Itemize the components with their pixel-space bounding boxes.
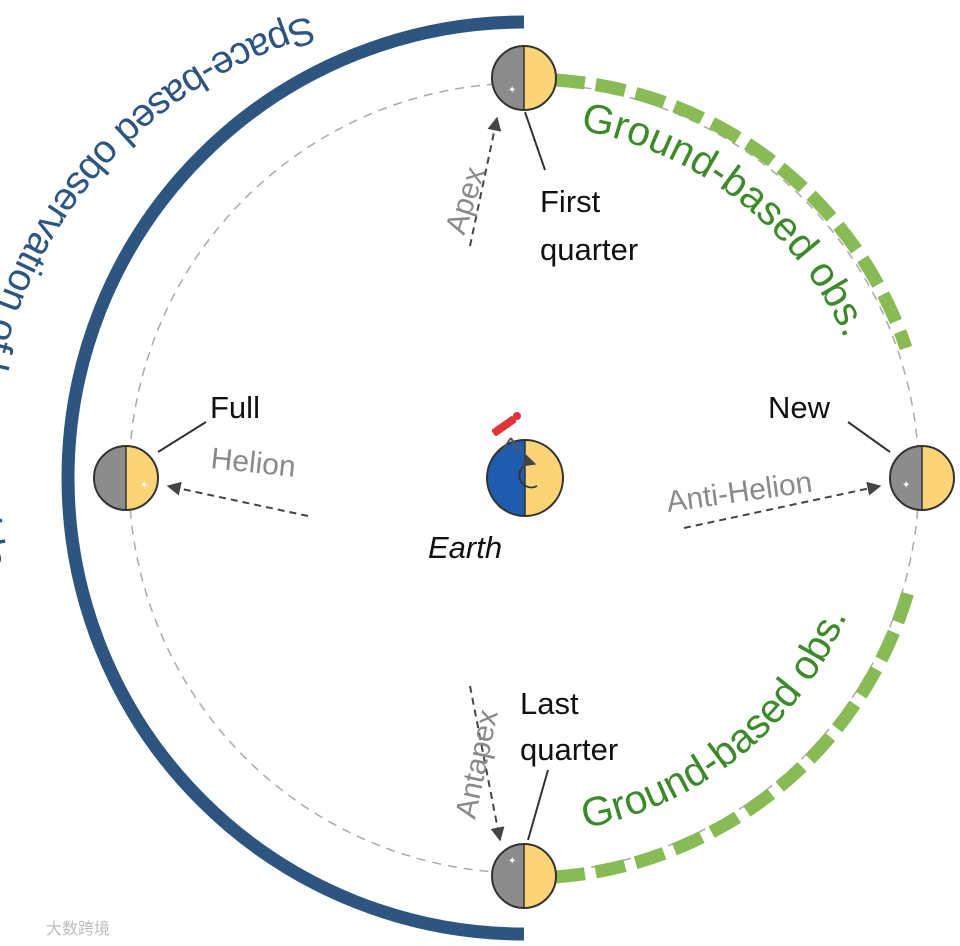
- moon-phase-icon: ✦: [491, 843, 557, 909]
- anti-helion-label: Anti-Helion: [664, 466, 814, 519]
- ground-observation-arc-bottom: [554, 590, 915, 884]
- moon-full: ✦: [93, 445, 159, 511]
- helion-label: Helion: [209, 442, 297, 484]
- anti-helion-arrow: [683, 481, 882, 529]
- apex-label: Apex: [439, 163, 492, 238]
- first-quarter-label-line1: First: [540, 184, 601, 219]
- ground-observation-arc-top: [554, 73, 913, 351]
- first-quarter-label-line2: quarter: [540, 232, 638, 267]
- full-leader: [157, 421, 207, 453]
- moon-phase-icon: ✦: [889, 445, 955, 511]
- telescope-icon: [491, 412, 521, 453]
- last-quarter-label-line2: quarter: [520, 732, 618, 767]
- star-icon: ✦: [902, 480, 910, 491]
- apex-arrow: [469, 116, 502, 247]
- star-icon: ✦: [140, 480, 148, 491]
- helion-arrow: [166, 481, 309, 517]
- moon-first-quarter: ✦: [491, 45, 557, 111]
- antapex-label: Antapex: [450, 707, 505, 822]
- antapex-arrow: [469, 685, 505, 842]
- star-icon: ✦: [508, 85, 516, 96]
- ground-observation-label-bottom: Ground-based obs.: [576, 601, 855, 837]
- earth-label: Earth: [428, 530, 502, 565]
- watermark: 大数跨境: [46, 919, 110, 938]
- last-quarter-label-line1: Last: [520, 686, 579, 721]
- star-icon: ✦: [508, 856, 516, 867]
- moon-phase-icon: ✦: [93, 445, 159, 511]
- last-quarter-leader: [527, 769, 549, 841]
- moon-phase-icon: ✦: [491, 45, 557, 111]
- full-label: Full: [210, 390, 260, 425]
- earth-icon: [486, 439, 564, 517]
- space-observation-arc: [61, 15, 525, 941]
- new-leader: [847, 421, 891, 453]
- first-quarter-leader: [524, 111, 546, 171]
- moon-new: ✦: [889, 445, 955, 511]
- new-label: New: [768, 390, 831, 425]
- moon-last-quarter: ✦: [491, 843, 557, 909]
- earth: [486, 412, 564, 517]
